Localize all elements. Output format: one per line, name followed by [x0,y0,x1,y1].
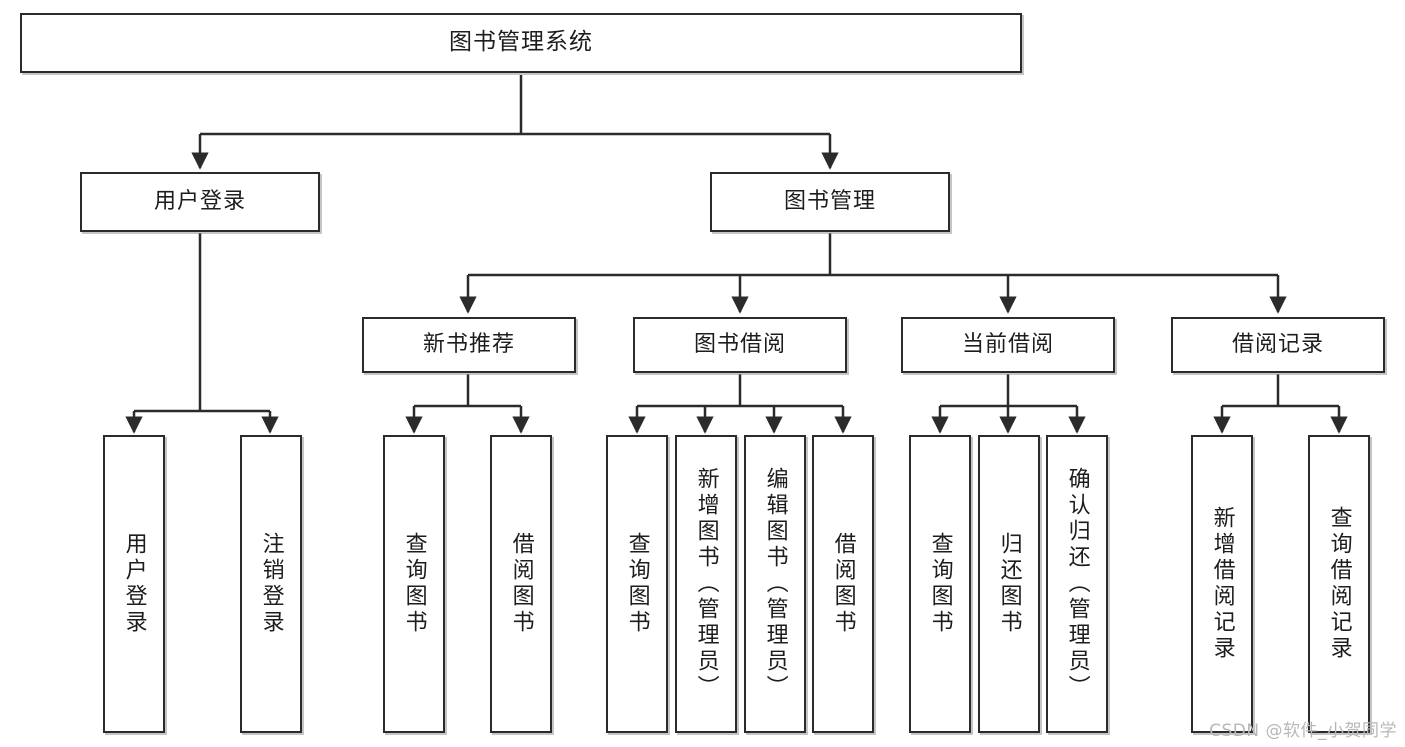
node-new-book-recommendation[interactable]: 新书推荐 [362,317,576,373]
leaf-query-borrow-record[interactable]: 查询借阅记录 [1308,435,1370,733]
node-label: 图书借阅 [693,331,786,357]
leaf-confirm-return-admin[interactable]: 确认归还（管理员） [1046,435,1108,733]
leaf-borrow-book-recommendation[interactable]: 借阅图书 [490,435,552,733]
leaf-user-login[interactable]: 用户登录 [103,435,165,733]
node-label: 查询图书 [927,532,953,636]
node-user-login[interactable]: 用户登录 [80,172,320,232]
leaf-edit-book-admin[interactable]: 编辑图书（管理员） [744,435,806,733]
node-borrowing-record[interactable]: 借阅记录 [1171,317,1385,373]
leaf-query-book-recommendation[interactable]: 查询图书 [383,435,445,733]
watermark-text: CSDN @软件_小贺同学 [1209,721,1397,741]
node-label: 新增借阅记录 [1209,506,1235,662]
node-label: 用户登录 [121,532,147,636]
leaf-query-book-borrowing[interactable]: 查询图书 [606,435,668,733]
node-root-book-management-system[interactable]: 图书管理系统 [20,13,1022,73]
node-current-borrowing[interactable]: 当前借阅 [901,317,1115,373]
leaf-logout[interactable]: 注销登录 [240,435,302,733]
leaf-query-book-current[interactable]: 查询图书 [909,435,971,733]
node-label: 新书推荐 [422,331,515,357]
node-book-management[interactable]: 图书管理 [710,172,950,232]
leaf-borrow-book[interactable]: 借阅图书 [812,435,874,733]
node-label: 图书管理系统 [449,29,593,56]
node-book-borrowing[interactable]: 图书借阅 [633,317,847,373]
node-label: 注销登录 [258,532,284,636]
leaf-add-book-admin[interactable]: 新增图书（管理员） [675,435,737,733]
node-label: 新增图书（管理员） [693,467,719,701]
node-label: 查询借阅记录 [1326,506,1352,662]
node-label: 确认归还（管理员） [1064,467,1090,701]
leaf-add-borrow-record[interactable]: 新增借阅记录 [1191,435,1253,733]
node-label: 编辑图书（管理员） [762,467,788,701]
node-label: 归还图书 [996,532,1022,636]
node-label: 查询图书 [401,532,427,636]
node-label: 图书管理 [783,188,876,214]
leaf-return-book[interactable]: 归还图书 [978,435,1040,733]
node-label: 当前借阅 [961,331,1054,357]
node-label: 用户登录 [153,188,246,214]
node-label: 查询图书 [624,532,650,636]
node-label: 借阅图书 [830,532,856,636]
node-label: 借阅记录 [1231,331,1324,357]
node-label: 借阅图书 [508,532,534,636]
